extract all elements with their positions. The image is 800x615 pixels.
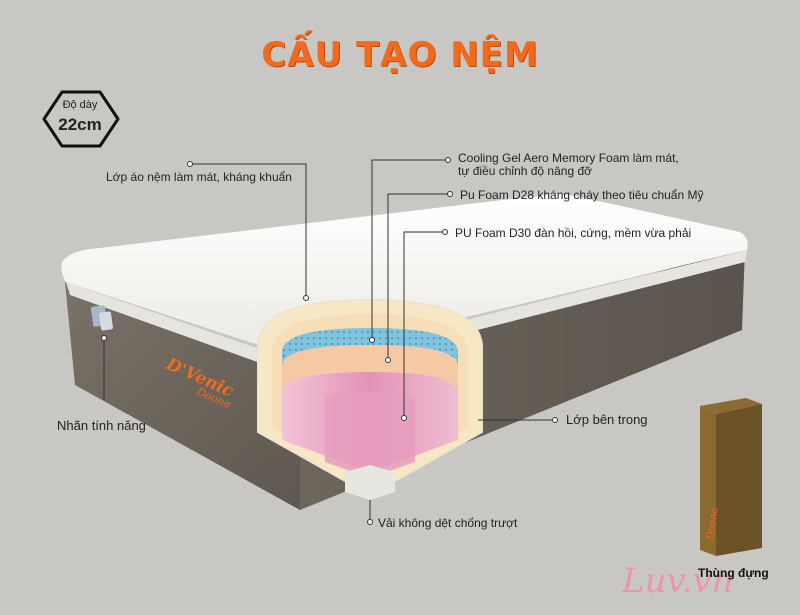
- label-non-slip: Vải không dệt chống trượt: [378, 516, 518, 530]
- mattress-side-left: [65, 282, 300, 510]
- storage-box: Doona: [700, 398, 762, 556]
- label-cooling-gel-1: Cooling Gel Aero Memory Foam làm mát,: [458, 151, 679, 165]
- label-box: Thùng đựng: [698, 566, 769, 580]
- label-inner-layer: Lớp bên trong: [566, 412, 648, 427]
- label-pu-d30: PU Foam D30 đàn hồi, cứng, mềm vừa phải: [455, 226, 692, 240]
- page-title: CẤU TẠO NỆM: [261, 35, 539, 75]
- label-pu-d28: Pu Foam D28 kháng cháy theo tiêu chuẩn M…: [460, 188, 704, 202]
- layer-pu-d28: [282, 345, 458, 392]
- svg-text:Doona: Doona: [705, 507, 721, 542]
- mattress-top: [61, 194, 748, 355]
- label-feature-tag: Nhãn tính năng: [57, 418, 146, 433]
- thickness-label: Độ dày: [62, 99, 98, 111]
- label-tag-icon: [90, 305, 113, 331]
- label-cooling-gel-2: tự điều chỉnh độ nâng đỡ: [458, 164, 592, 178]
- label-cover: Lớp áo nệm làm mát, kháng khuẩn: [106, 170, 292, 184]
- watermark-logo: Luv.vn: [622, 561, 734, 601]
- thickness-value: 22cm: [58, 115, 102, 134]
- hexagon-badge-icon: [42, 90, 120, 148]
